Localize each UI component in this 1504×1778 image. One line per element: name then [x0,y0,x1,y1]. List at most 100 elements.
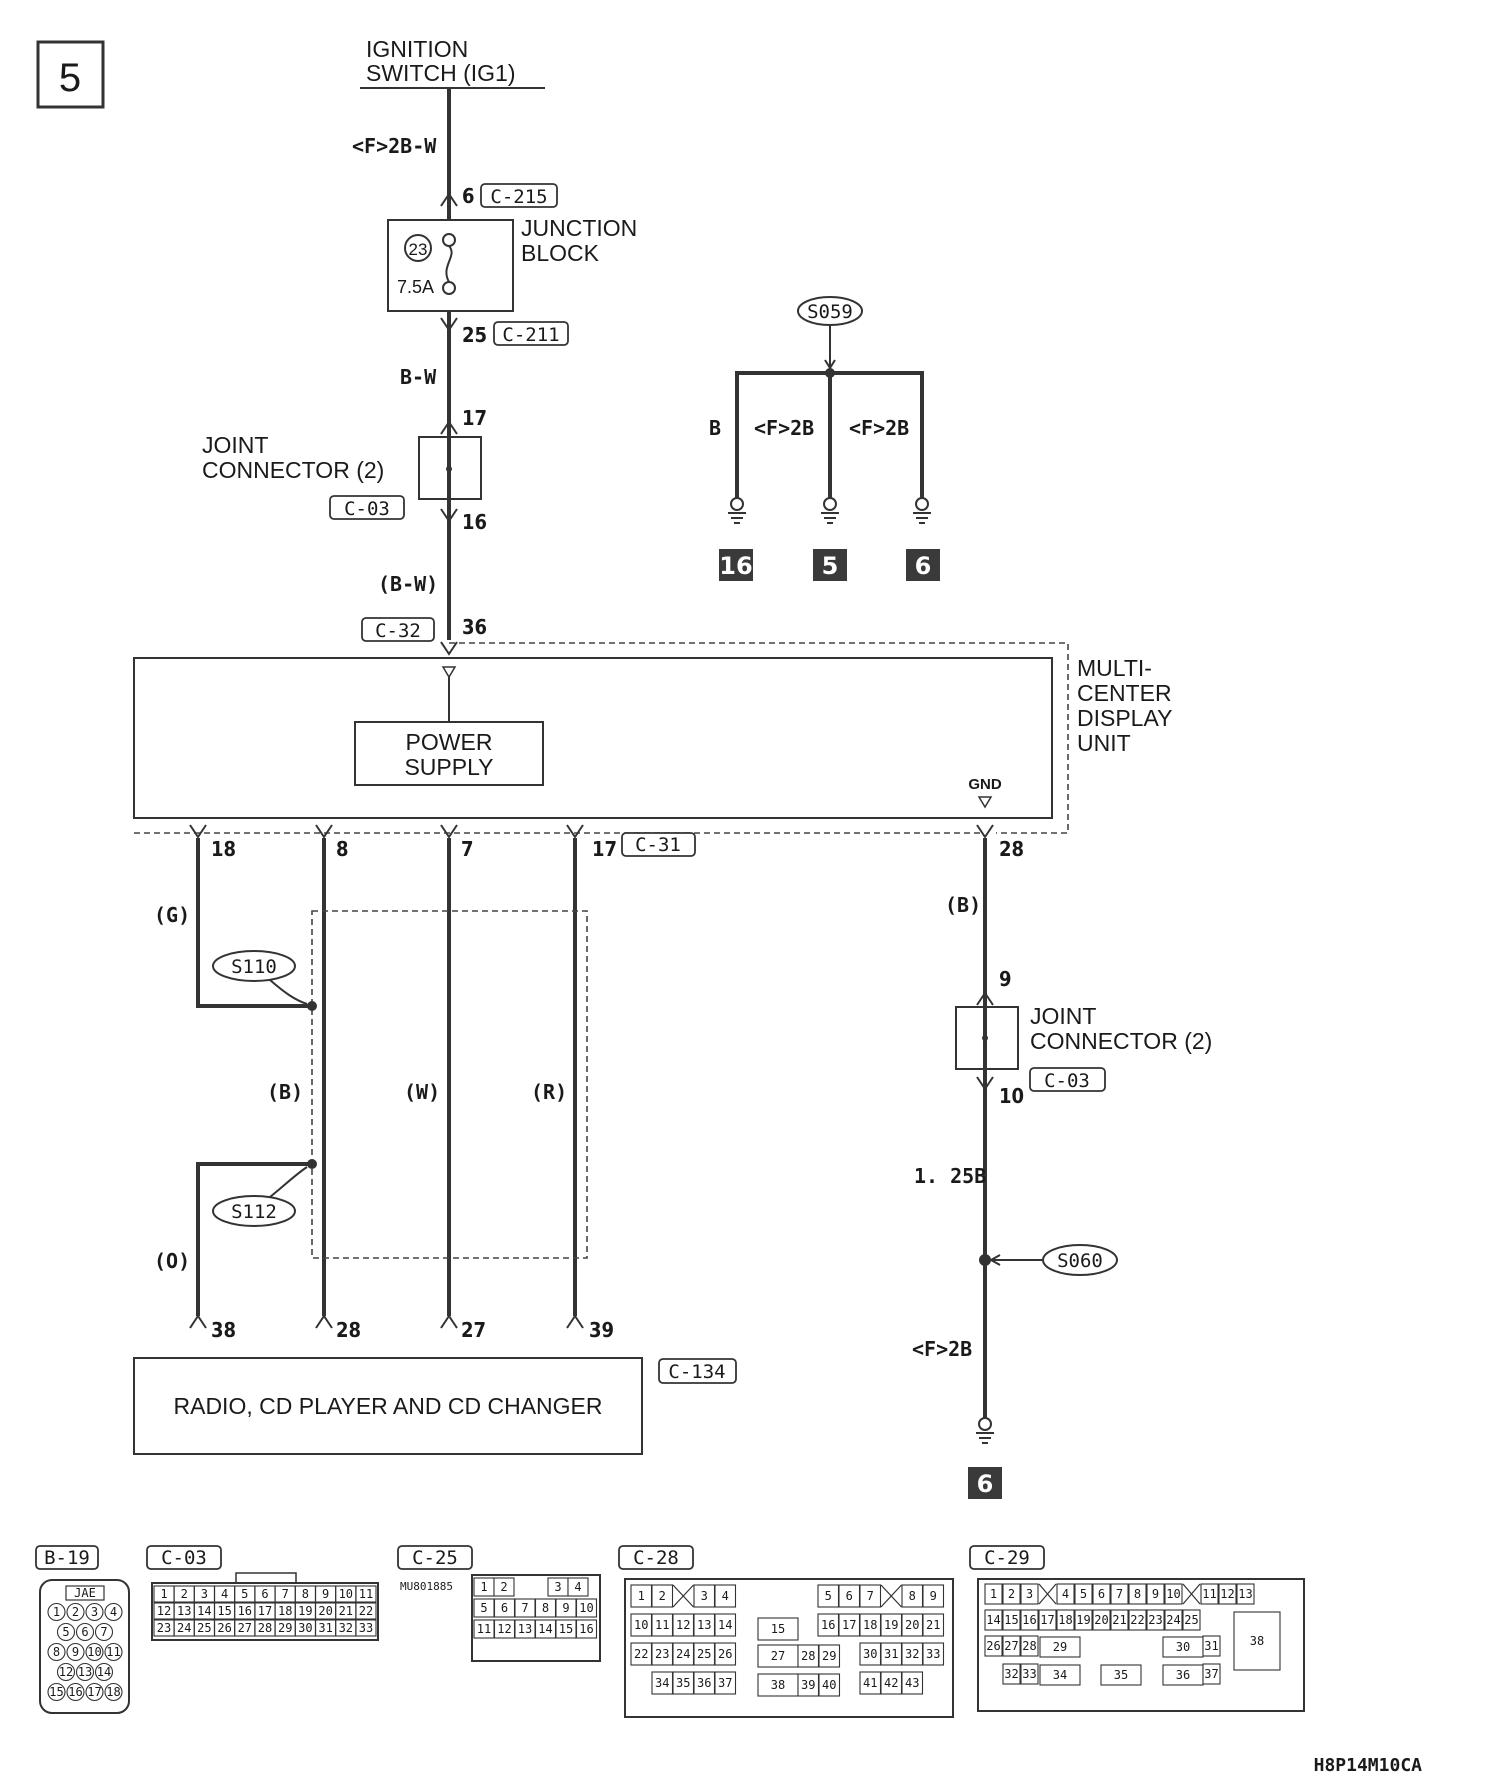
svg-text:43: 43 [905,1676,919,1690]
mcdu-box [133,657,1053,819]
c29-pin-1: 1 [984,1583,1003,1605]
c29-pin-3: 3 [1020,1583,1039,1605]
svg-text:11: 11 [655,1618,669,1632]
svg-text:2: 2 [181,1587,188,1601]
c28-pin-22: 22 [630,1642,653,1666]
svg-text:33: 33 [359,1621,373,1635]
b19-pin-4: 4 [104,1602,123,1622]
svg-text:17: 17 [842,1618,856,1632]
jc-top-pin-out: 16 [462,510,487,534]
c29-pin-29: 29 [1039,1636,1081,1658]
c28-pin-43: 43 [901,1671,924,1695]
c29-pin-37: 37 [1202,1663,1221,1685]
svg-text:17: 17 [1040,1613,1054,1627]
c28-pin-20: 20 [901,1613,924,1637]
svg-text:4: 4 [722,1589,729,1603]
c29-pin-11: 11 [1200,1583,1219,1605]
svg-text:41: 41 [863,1676,877,1690]
svg-text:12: 12 [157,1604,171,1618]
splice-s060-id: S060 [1057,1250,1103,1272]
svg-text:31: 31 [318,1621,332,1635]
svg-text:13: 13 [518,1622,532,1636]
svg-text:15: 15 [217,1604,231,1618]
svg-text:4: 4 [221,1587,228,1601]
jc-top-label-2: CONNECTOR (2) [202,457,384,483]
figure-code: H8P14M10CA [1314,1755,1423,1776]
jb-output-pin-marker [440,317,458,332]
c29-pin-21: 21 [1110,1609,1129,1631]
c03-pin-12: 12 [153,1602,175,1620]
splice-s112-dot [307,1159,317,1169]
svg-text:8: 8 [1134,1587,1141,1601]
blank-cavity [880,1584,902,1608]
c25-part-number: MU801885 [400,1580,453,1593]
svg-text:1: 1 [53,1605,60,1619]
mcdu-bottom-connector: C-31 [635,834,681,856]
c29-pin-15: 15 [1002,1609,1021,1631]
svg-text:13: 13 [177,1604,191,1618]
c25-pin-6: 6 [493,1598,516,1618]
c28-pin-26: 26 [714,1642,737,1666]
svg-text:13: 13 [78,1665,92,1679]
c29-pin-6: 6 [1092,1583,1111,1605]
svg-text:2: 2 [659,1589,666,1603]
ground-point-5: 5 [822,552,839,580]
svg-text:20: 20 [1094,1613,1108,1627]
radio-box [133,1357,643,1455]
c28-pin-30: 30 [859,1642,882,1666]
b19-tag [35,1545,99,1570]
svg-text:5: 5 [62,1625,69,1639]
c28-pin-24: 24 [672,1642,695,1666]
mcdu-gnd-marker [977,796,993,809]
c29-pin-25: 25 [1182,1609,1201,1631]
jb-output-pin: 25 [462,323,487,347]
radio-pin-39: 39 [589,1318,614,1342]
jb-output-connector-tag [493,321,569,346]
blank-cavity [1182,1583,1201,1605]
b19-pin-3: 3 [85,1602,104,1622]
svg-text:15: 15 [1004,1613,1018,1627]
junction-block-label-2: BLOCK [521,240,600,266]
c29-pin-33: 33 [1020,1663,1039,1685]
c25-pin-4: 4 [567,1577,589,1597]
mcdu-power-connector-tag [361,617,435,642]
c03-pin-5: 5 [234,1585,256,1603]
c25-pin-9: 9 [555,1598,577,1618]
c29-pin-9: 9 [1146,1583,1165,1605]
gnd-jc-pin-out-marker [976,1076,994,1091]
c28-pin-9: 9 [922,1584,945,1608]
svg-text:32: 32 [1004,1667,1018,1681]
svg-text:5: 5 [241,1587,248,1601]
svg-text:28: 28 [258,1621,272,1635]
svg-text:33: 33 [926,1647,940,1661]
c03-pin-2: 2 [173,1585,195,1603]
c28-pin-19: 19 [880,1613,903,1637]
mcdu-power-pin-marker [440,641,458,656]
wire-o-pin38 [196,1162,312,1316]
svg-text:3: 3 [201,1587,208,1601]
svg-text:13: 13 [1238,1587,1252,1601]
svg-text:17: 17 [258,1604,272,1618]
c28-pin-12: 12 [672,1613,695,1637]
svg-text:11: 11 [477,1622,491,1636]
blank-cavity [672,1584,694,1608]
radio-pin-markers [189,1314,584,1329]
svg-text:25: 25 [1184,1613,1198,1627]
c03-pin-32: 32 [335,1619,357,1637]
c29-pin-31: 31 [1202,1635,1221,1657]
mcdu-power-pin: 36 [462,615,487,639]
svg-text:16: 16 [1022,1613,1036,1627]
b19-pin-14: 14 [94,1662,114,1682]
c03-pin-25: 25 [193,1619,215,1637]
ground-point-5-box [813,549,847,581]
svg-text:24: 24 [177,1621,191,1635]
wire-o-label: (O) [154,1249,190,1273]
svg-text:24: 24 [1166,1613,1180,1627]
c28-pin-16: 16 [817,1613,840,1637]
svg-text:3: 3 [91,1605,98,1619]
radio-pin-28: 28 [336,1318,361,1342]
s059-wire-3: <F>2B [849,416,909,440]
c03-pin-29: 29 [274,1619,296,1637]
svg-text:11: 11 [359,1587,373,1601]
